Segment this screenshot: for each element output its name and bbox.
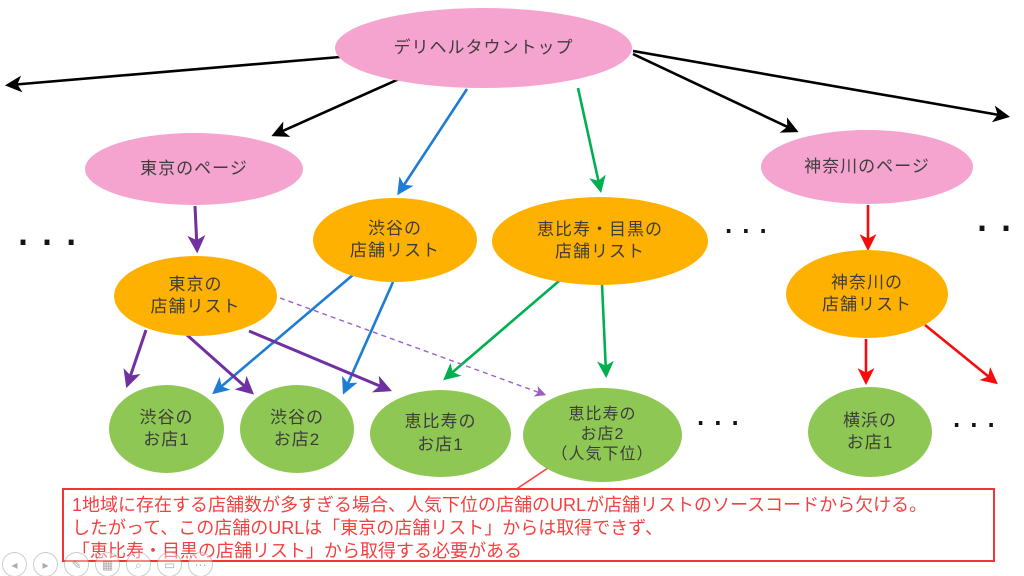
node-top-page: デリヘルタウントップ [335,8,632,88]
node-ebisu-meguro-list: 恵比寿・目黒の 店舗リスト [492,197,708,285]
edge-tokyo-list-to-shibuya-shop1 [123,329,148,389]
node-ebisu-shop2: 恵比寿の お店2 （人気下位） [523,388,682,482]
edge-top-to-tokyo-page [271,77,400,137]
node-shibuya-shop2: 渋谷の お店2 [240,385,354,473]
edge-tokyo-page-to-tokyo-list [187,205,206,254]
edge-top-to-ebisu-meguro-list [576,87,606,193]
annotation-line-2: したがって、この店舗のURLは「東京の店舗リスト」からは取得できず、 [72,518,663,538]
edge-top-to-shibuya-list [397,88,469,196]
ellipsis-right-top: ... [973,204,1024,239]
slideshow-toolbar: ◂ ▸ ✎ ▦ ⌕ ▭ ⋯ [2,552,213,576]
edge-shibuya-list-to-shop1 [212,273,355,395]
edge-top-to-offscreen-right [632,49,1010,123]
edge-tokyo-list-to-shibuya-shop2 [186,333,255,395]
edge-ebisu-list-to-shop2 [597,283,614,379]
edge-tokyo-list-to-ebisu-shop1 [248,329,392,393]
node-kanagawa-page: 神奈川のページ [761,130,973,204]
edge-shibuya-list-to-shop2 [342,281,395,395]
edge-ebisu-list-to-shop1 [443,274,567,381]
node-tokyo-list: 東京の 店舗リスト [114,256,277,336]
node-shibuya-shop1: 渋谷の お店1 [109,385,224,473]
edge-top-to-offscreen-left [4,55,341,93]
ellipsis-ebisu-shops: ... [694,406,746,431]
more-options-icon[interactable]: ⋯ [188,552,213,576]
all-slides-icon[interactable]: ▦ [95,552,120,576]
node-shibuya-list: 渋谷の 店舗リスト [313,198,477,282]
annotation-line-3: 「恵比寿・目黒の店舗リスト」から取得する必要がある [72,541,522,561]
next-slide-button[interactable]: ▸ [33,552,58,576]
ellipsis-left: ... [14,218,87,253]
edge-top-to-kanagawa-page [632,52,799,133]
node-yokohama-shop1: 横浜の お店1 [808,387,932,477]
previous-slide-button[interactable]: ◂ [2,552,27,576]
ellipsis-mid-lists: ... [722,214,774,239]
ellipsis-yokohama-shops: ... [950,408,1002,433]
monitor-icon[interactable]: ▭ [157,552,182,576]
annotation-line-1: 1地域に存在する店舗数が多すぎる場合、人気下位の店舗のURLが店舗リストのソース… [72,495,928,515]
annotation-box: 1地域に存在する店舗数が多すぎる場合、人気下位の店舗のURLが店舗リストのソース… [62,488,995,562]
edge-tokyo-list-to-ebisu-shop2-dashed [279,297,547,397]
node-kanagawa-list: 神奈川の 店舗リスト [786,250,948,338]
pen-icon[interactable]: ✎ [64,552,89,576]
edge-kanagawa-list-to-more-shops [924,323,998,385]
node-tokyo-page: 東京のページ [85,133,303,205]
zoom-icon[interactable]: ⌕ [126,552,151,576]
node-ebisu-shop1: 恵比寿の お店1 [370,390,511,477]
